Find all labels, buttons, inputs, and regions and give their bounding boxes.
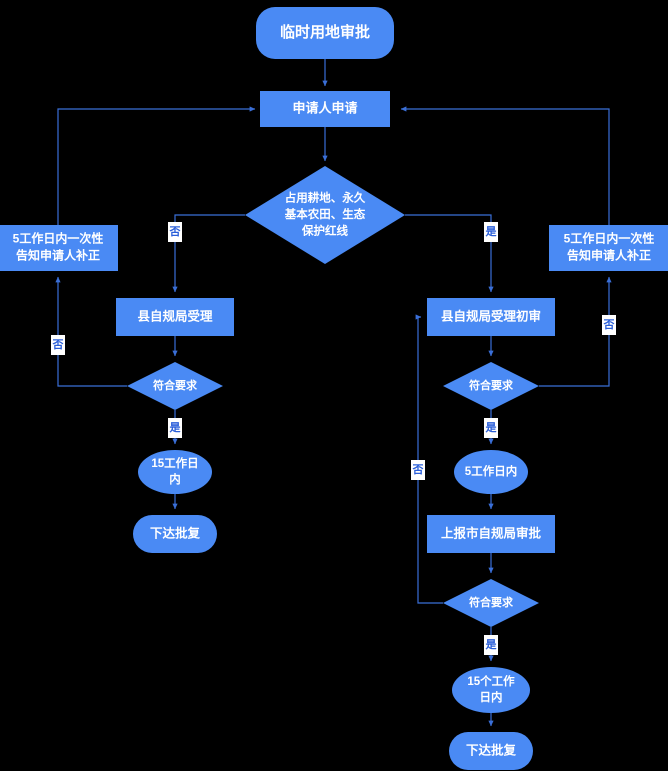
edge-label-lbl-checkL-yes: 是 bbox=[168, 418, 182, 438]
node-shape-rounded-rect bbox=[256, 7, 394, 59]
nodes-layer: 临时用地审批申请人申请占用耕地、永久基本农田、生态保护红线5工作日内一次性告知申… bbox=[0, 7, 668, 770]
edge-label-text: 否 bbox=[412, 463, 424, 476]
edge-label-backdrop bbox=[484, 222, 498, 242]
connector-notifyRight-apply bbox=[400, 106, 610, 225]
node-shape-rounded-rect bbox=[133, 515, 217, 553]
connector-notifyLeft-apply bbox=[57, 106, 256, 225]
edge-label-text: 是 bbox=[485, 225, 498, 238]
node-label-replyR: 下达批复 bbox=[466, 742, 517, 757]
edge-label-text: 是 bbox=[485, 421, 498, 434]
node-label-reportCity: 上报市自规局审批 bbox=[441, 525, 542, 540]
edge-label-lbl-occupy-yes: 是 bbox=[484, 222, 498, 242]
connector-checkR-no-notify bbox=[539, 276, 612, 387]
edge-label-text: 否 bbox=[169, 225, 181, 238]
node-shape-ellipse bbox=[452, 667, 530, 713]
node-shape-ellipse bbox=[454, 450, 528, 494]
node-checkCity[interactable]: 符合要求 bbox=[443, 579, 539, 627]
connector-occupy-yes bbox=[405, 214, 494, 293]
node-checkL[interactable]: 符合要求 bbox=[127, 362, 223, 410]
edge-label-lbl-checkR-yes: 是 bbox=[484, 418, 498, 438]
node-shape-rect bbox=[549, 225, 668, 271]
node-shape-rect bbox=[427, 298, 555, 336]
edge-label-lbl-checkCity-no: 否 bbox=[411, 460, 425, 480]
node-label-acceptL: 县自规局受理 bbox=[137, 308, 213, 323]
node-label-days5R: 5工作日内 bbox=[465, 464, 517, 478]
edge-label-lbl-checkL-no: 否 bbox=[51, 335, 65, 355]
node-replyL[interactable]: 下达批复 bbox=[133, 515, 217, 553]
edge-label-text: 否 bbox=[52, 338, 64, 351]
node-replyR[interactable]: 下达批复 bbox=[449, 732, 533, 770]
edge-label-text: 是 bbox=[485, 638, 498, 651]
edge-label-backdrop bbox=[168, 222, 182, 242]
node-label-acceptR: 县自规局受理初审 bbox=[441, 308, 541, 323]
node-label-notifyRight: 告知申请人补正 bbox=[567, 248, 651, 263]
edge-label-text: 是 bbox=[169, 421, 182, 434]
node-shape-rect bbox=[260, 91, 390, 127]
connectors-layer bbox=[55, 59, 612, 727]
node-label-occupy: 保护红线 bbox=[301, 223, 348, 237]
node-label-notifyLeft: 告知申请人补正 bbox=[16, 248, 100, 263]
node-shape-rect bbox=[427, 515, 555, 553]
node-start[interactable]: 临时用地审批 bbox=[256, 7, 394, 59]
node-reportCity[interactable]: 上报市自规局审批 bbox=[427, 515, 555, 553]
node-label-checkR: 符合要求 bbox=[469, 378, 514, 392]
node-label-start: 临时用地审批 bbox=[280, 23, 370, 41]
node-label-days15L: 15工作日 bbox=[151, 456, 198, 470]
edge-label-backdrop bbox=[51, 335, 65, 355]
node-shape-diamond bbox=[127, 362, 223, 410]
node-label-apply: 申请人申请 bbox=[292, 100, 357, 115]
node-label-days15L: 内 bbox=[169, 472, 181, 486]
edge-label-text: 否 bbox=[603, 318, 615, 331]
edge-label-lbl-checkR-no: 否 bbox=[602, 315, 616, 335]
edge-label-lbl-checkCity-yes: 是 bbox=[484, 635, 498, 655]
node-shape-diamond bbox=[443, 579, 539, 627]
node-label-days15R: 15个工作 bbox=[467, 674, 515, 688]
edge-label-backdrop bbox=[484, 418, 498, 438]
node-acceptL[interactable]: 县自规局受理 bbox=[116, 298, 234, 336]
edge-label-backdrop bbox=[484, 635, 498, 655]
node-shape-diamond bbox=[443, 362, 539, 410]
connector-occupy-no bbox=[172, 214, 245, 293]
edge-label-backdrop bbox=[411, 460, 425, 480]
node-label-notifyLeft: 5工作日内一次性 bbox=[13, 231, 104, 246]
edge-label-backdrop bbox=[168, 418, 182, 438]
node-shape-rect bbox=[0, 225, 118, 271]
edge-label-backdrop bbox=[602, 315, 616, 335]
node-shape-rounded-rect bbox=[449, 732, 533, 770]
node-label-notifyRight: 5工作日内一次性 bbox=[564, 231, 655, 246]
node-checkR[interactable]: 符合要求 bbox=[443, 362, 539, 410]
node-shape-ellipse bbox=[138, 450, 212, 494]
node-label-occupy: 占用耕地、永久 bbox=[285, 191, 366, 205]
node-label-occupy: 基本农田、生态 bbox=[284, 207, 366, 221]
connector-checkL-no-notify bbox=[55, 276, 127, 387]
node-shape-diamond bbox=[245, 166, 405, 264]
node-acceptR[interactable]: 县自规局受理初审 bbox=[427, 298, 555, 336]
node-label-days15R: 日内 bbox=[480, 690, 503, 704]
edge-labels-layer: 否是否否是是否是 bbox=[51, 222, 616, 655]
node-label-checkL: 符合要求 bbox=[153, 378, 198, 392]
node-label-checkCity: 符合要求 bbox=[469, 595, 514, 609]
node-apply[interactable]: 申请人申请 bbox=[260, 91, 390, 127]
edge-label-lbl-occupy-no: 否 bbox=[168, 222, 182, 242]
node-shape-rect bbox=[116, 298, 234, 336]
node-days5R[interactable]: 5工作日内 bbox=[454, 450, 528, 494]
node-label-replyL: 下达批复 bbox=[150, 525, 201, 540]
